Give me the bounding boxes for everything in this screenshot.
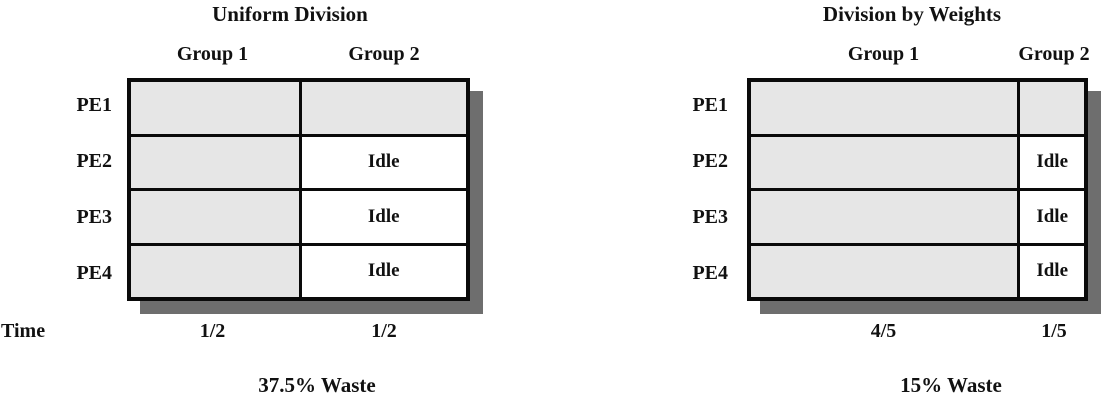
pe-label: PE2 [692, 150, 728, 173]
pe-row: Idle [751, 242, 1084, 297]
busy-cell [131, 82, 299, 134]
busy-cell [1017, 82, 1084, 134]
pe-label: PE4 [76, 261, 112, 284]
idle-cell: Idle [1017, 191, 1084, 243]
busy-cell [298, 82, 466, 134]
group2-header: Group 2 [1018, 43, 1090, 65]
schedule-grid: Idle Idle Idle [747, 78, 1088, 301]
pe-label: PE3 [692, 205, 728, 228]
diagram-title: Division by Weights [822, 2, 1002, 26]
pe-row: Idle [751, 188, 1084, 243]
group2-header: Group 2 [348, 43, 420, 65]
busy-cell [751, 245, 1018, 297]
pe-row: Idle [131, 133, 466, 188]
pe-label: PE2 [76, 150, 112, 173]
pe-label: PE1 [76, 94, 112, 117]
time-fraction: 1/2 [199, 320, 226, 342]
group1-header: Group 1 [847, 43, 920, 65]
busy-cell [751, 82, 1018, 134]
pe-label-column: PE1 PE2 PE3 PE4 [0, 78, 112, 301]
idle-cell: Idle [1017, 136, 1084, 188]
idle-cell: Idle [298, 191, 466, 243]
waste-label: 15% Waste [900, 373, 1002, 397]
pe-row [751, 82, 1084, 134]
diagram-title: Uniform Division [212, 2, 368, 26]
idle-cell: Idle [298, 245, 466, 297]
pe-row: Idle [131, 242, 466, 297]
pe-label-column: PE1 PE2 PE3 PE4 [618, 78, 728, 301]
group1-header: Group 1 [176, 43, 249, 65]
busy-cell [751, 191, 1018, 243]
time-fraction: 4/5 [870, 320, 897, 342]
busy-cell [131, 136, 299, 188]
time-fraction: 1/2 [371, 320, 397, 342]
pe-label: PE4 [692, 261, 728, 284]
time-axis-label: Time [1, 320, 46, 342]
pe-label: PE1 [692, 94, 728, 117]
pe-label: PE3 [76, 205, 112, 228]
idle-cell: Idle [1017, 245, 1084, 297]
pe-row: Idle [751, 133, 1084, 188]
time-fraction: 1/5 [1041, 320, 1067, 342]
busy-cell [751, 136, 1018, 188]
pe-row: Idle [131, 188, 466, 243]
pe-row [131, 82, 466, 134]
schedule-grid: Idle Idle Idle [127, 78, 470, 301]
busy-cell [131, 191, 299, 243]
busy-cell [131, 245, 299, 297]
waste-label: 37.5% Waste [258, 373, 376, 397]
idle-cell: Idle [298, 136, 466, 188]
